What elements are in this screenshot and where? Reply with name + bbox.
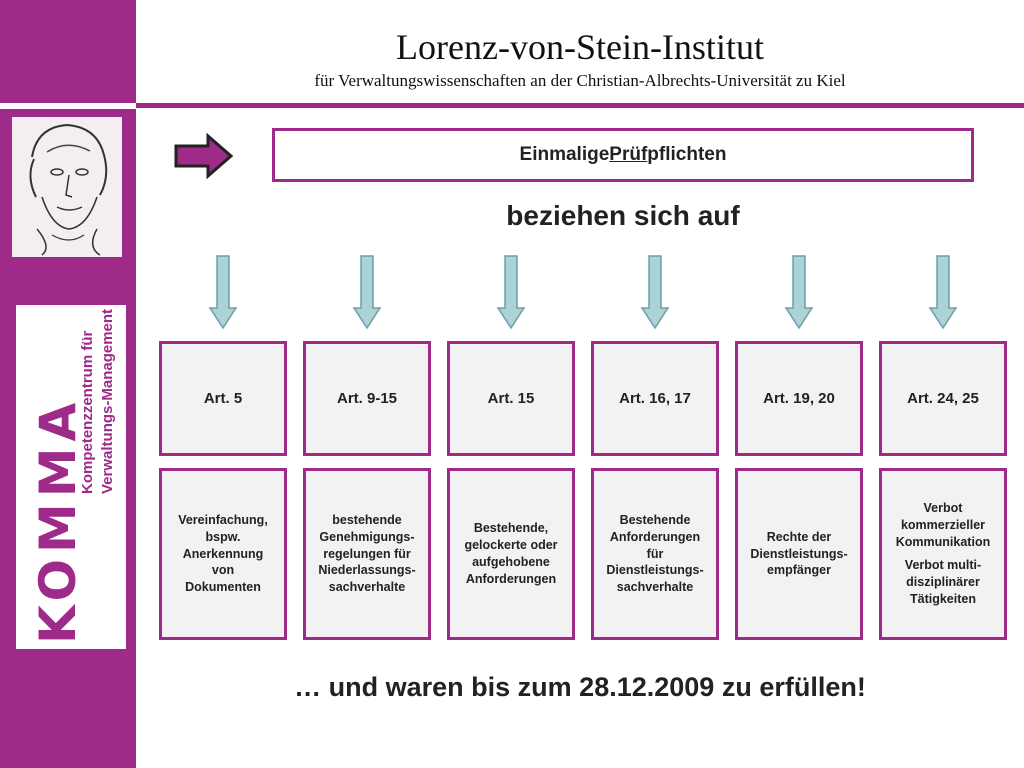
arrow-down-icon [784, 255, 814, 330]
title-prefix: Einmalige [519, 144, 610, 165]
arrow-down-icon [352, 255, 382, 330]
description-box: Bestehende Anforderungen für Dienstleist… [591, 468, 719, 640]
arrow-down-icon [496, 255, 526, 330]
sidebar-top-band [0, 0, 136, 103]
arrow-right-icon [174, 133, 234, 179]
description-box: Bestehende, gelockerte oder aufgehobene … [447, 468, 575, 640]
komma-logo: KOMMA Kompetenzzentrum für Verwaltungs-M… [16, 305, 126, 649]
description-box: Vereinfachung, bspw. Anerkennung von Dok… [159, 468, 287, 640]
description-box: Rechte der Dienstleistungs- empfänger [735, 468, 863, 640]
institute-subtitle: für Verwaltungswissenschaften an der Chr… [314, 71, 846, 90]
description-text: Bestehende, gelockerte oder aufgehobene … [464, 521, 558, 586]
komma-logo-line2: Verwaltungs-Management [99, 308, 116, 494]
article-box: Art. 5 [159, 341, 287, 456]
footer-note: … und waren bis zum 28.12.2009 zu erfüll… [294, 672, 866, 702]
description-text: Verbot multi- disziplinärer Tätigkeiten [904, 558, 982, 606]
article-box: Art. 9-15 [303, 341, 431, 456]
portrait-sketch-icon [29, 123, 108, 256]
description-text: Verbot kommerzieller Kommunikation [895, 501, 991, 550]
article-box: Art. 19, 20 [735, 341, 863, 456]
subheading: beziehen sich auf [506, 200, 740, 231]
article-box: Art. 24, 25 [879, 341, 1007, 456]
description-text: Vereinfachung, bspw. Anerkennung von Dok… [178, 512, 268, 595]
article-box: Art. 16, 17 [591, 341, 719, 456]
description-text: Rechte der Dienstleistungs- empfänger [750, 529, 848, 578]
institute-title: Lorenz-von-Stein-Institut [396, 27, 764, 67]
article-box: Art. 15 [447, 341, 575, 456]
header-divider [136, 103, 1024, 108]
title-underlined: Prüf [609, 144, 648, 165]
arrow-down-icon [640, 255, 670, 330]
description-box: bestehende Genehmigungs- regelungen für … [303, 468, 431, 640]
komma-logo-line1: Kompetenzzentrum für [79, 330, 96, 494]
description-text: bestehende Genehmigungs- regelungen für … [318, 512, 416, 595]
komma-logo-rotated: KOMMA Kompetenzzentrum für Verwaltungs-M… [21, 308, 121, 644]
title-suffix: pflichten [647, 144, 727, 165]
arrow-down-icon [208, 255, 238, 330]
portrait-image [12, 117, 122, 257]
arrow-down-icon [928, 255, 958, 330]
description-text: Bestehende Anforderungen für Dienstleist… [606, 512, 704, 595]
